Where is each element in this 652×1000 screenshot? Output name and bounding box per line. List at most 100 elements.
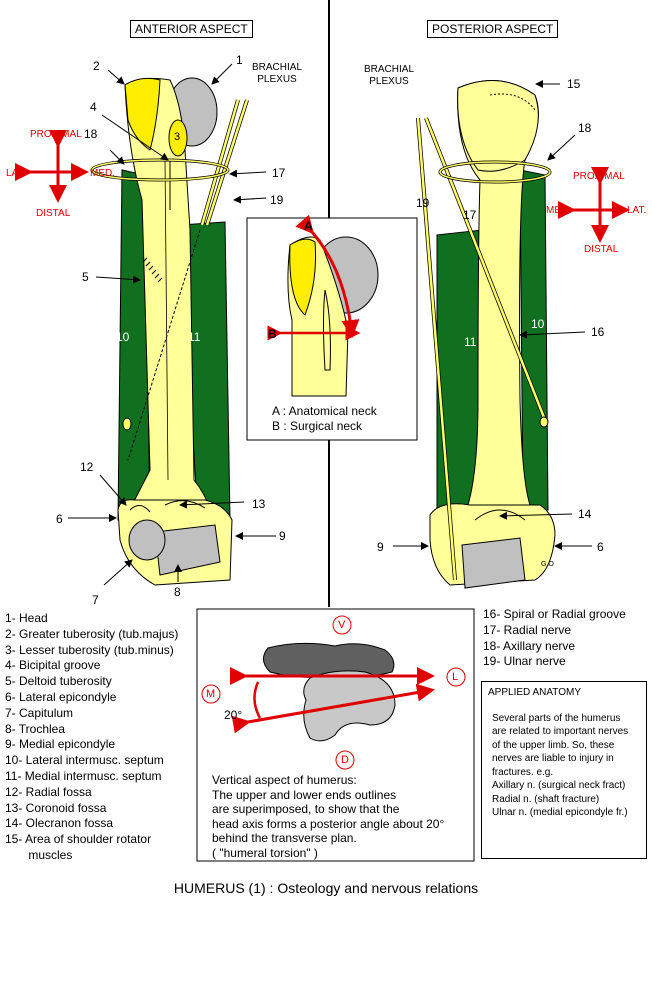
anterior-number-9: 9 [279,529,286,543]
anterior-number-8: 8 [174,585,181,599]
anterior-brachial-plexus: BRACHIAL PLEXUS [252,62,303,85]
legend-item: 13- Coronoid fossa [5,800,107,815]
anterior-number-5: 5 [82,270,89,284]
legend-item: 6- Lateral epicondyle [5,689,117,704]
anterior-number-17: 17 [272,166,286,180]
applied-anatomy-body: Several parts of the humerus are related… [492,712,629,819]
anterior-distal-label: DISTAL [36,208,71,219]
anterior-radial-nerve [200,99,240,226]
anterior-proximal-label: PROXIMAL [30,129,82,140]
legend-item: 17- Radial nerve [483,622,572,637]
anterior-trochlea [154,524,221,576]
legend-item: 7- Capitulum [5,705,74,720]
anterior-lesser-tuberosity [168,119,188,157]
posterior-number-11: 11 [464,335,477,349]
anterior-lat-label: LAT. [6,168,26,179]
torsion-head-axis [231,683,435,734]
torsion-angle-label: 20° [224,708,243,722]
anterior-header: ANTERIOR ASPECT [130,20,253,38]
neck-inset [246,214,418,441]
torsion-marker-l: L [452,671,459,683]
legend-item: 11- Medial intermusc. septum [5,768,162,783]
legend-item: 9- Medial epicondyle [5,737,116,752]
anterior-radial-fossa [129,505,151,513]
anterior-number-1: 1 [236,53,243,67]
anterior-number-6: 6 [56,512,63,526]
torsion-angle-arc [253,681,262,719]
anterior-med-label: MED. [90,168,115,179]
inset-caption: A : Anatomical neck B : Surgical neck [272,404,377,433]
posterior-number-10: 10 [531,317,545,331]
posterior-olecranon-fossa [474,509,526,521]
inset-marker-b: B [268,327,277,341]
anterior-shaft-line [164,159,169,481]
anterior-deltoid-tuberosity [142,257,163,283]
legend-item: 2- Greater tuberosity (tub.majus) [5,626,179,641]
posterior-distal-label: DISTAL [584,244,619,255]
posterior-number-6: 6 [597,540,604,554]
posterior-number-15: 15 [567,77,581,91]
posterior-head [457,79,539,172]
anterior-number-12: 12 [80,460,94,474]
legend-item: 4- Bicipital groove [5,658,101,673]
posterior-number-14: 14 [578,507,592,521]
legend-item: 19- Ulnar nerve [483,654,566,669]
posterior-lat-label: LAT. [627,205,647,216]
legend-item: 15- Area of shoulder rotator [5,832,152,847]
anterior-humerus [15,63,276,586]
torsion-marker-d: D [341,754,349,766]
posterior-proximal-label: PROXIMAL [573,171,625,182]
figure-footer: HUMERUS (1) : Osteology and nervous rela… [173,880,479,896]
posterior-humerus [393,79,630,589]
anterior-number-2: 2 [93,59,100,73]
anterior-number-10: 10 [116,330,130,344]
legend-right: 16- Spiral or Radial groove 17- Radial n… [483,607,626,670]
posterior-number-9: 9 [377,540,384,554]
anterior-number-7: 7 [92,593,99,607]
anterior-greater-tuberosity [124,77,161,151]
anterior-number-13: 13 [252,497,266,511]
legend-item: 14- Olecranon fossa [5,816,114,831]
inset-marker-a: A [304,219,313,233]
legend-item: 10- Lateral intermusc. septum [5,753,164,768]
posterior-signature: G.O [541,561,554,568]
posterior-compass [558,167,630,243]
posterior-ulnar-nerve [416,117,457,581]
anterior-number-11: 11 [188,330,201,344]
anterior-ulnar-nerve [205,99,249,226]
torsion-marker-m: M [206,688,216,700]
anterior-compass [15,130,89,203]
legend-item: 12- Radial fossa [5,784,92,799]
applied-anatomy-title: APPLIED ANATOMY [488,687,581,698]
legend-item: 16- Spiral or Radial groove [483,607,626,621]
anterior-number-19: 19 [270,193,284,207]
legend-item: 5- Deltoid tuberosity [5,674,112,689]
posterior-med-label: MED. [546,205,571,216]
inset-anatomical-neck-line [295,214,360,338]
legend-item: 1- Head [5,611,48,625]
torsion-caption: Vertical aspect of humerus: The upper an… [212,773,445,860]
applied-anatomy-box: APPLIED ANATOMY Several parts of the hum… [481,681,647,859]
posterior-header: POSTERIOR ASPECT [427,20,559,38]
torsion-box [196,608,475,862]
anterior-capitulum [128,519,166,561]
legend-item: muscles [5,847,73,862]
torsion-marker-v: V [338,619,346,631]
anterior-number-4: 4 [90,100,97,114]
anterior-radial-nerve-path [127,229,201,461]
posterior-brachial-plexus: BRACHIAL PLEXUS [364,64,415,87]
anterior-number-18: 18 [84,127,98,141]
posterior-number-17: 17 [463,208,477,222]
posterior-number-19: 19 [416,196,430,210]
posterior-lateral-septum [519,169,549,511]
posterior-rotator-area [489,93,536,111]
posterior-trochlea [461,537,526,589]
posterior-number-16: 16 [591,325,605,339]
legend-item: 8- Trochlea [5,721,66,736]
anterior-number-3: 3 [174,131,181,143]
legend-item: 3- Lesser tuberosity (tub.minus) [5,642,174,657]
legend-item: 18- Axillary nerve [483,638,576,653]
posterior-number-18: 18 [578,121,592,135]
